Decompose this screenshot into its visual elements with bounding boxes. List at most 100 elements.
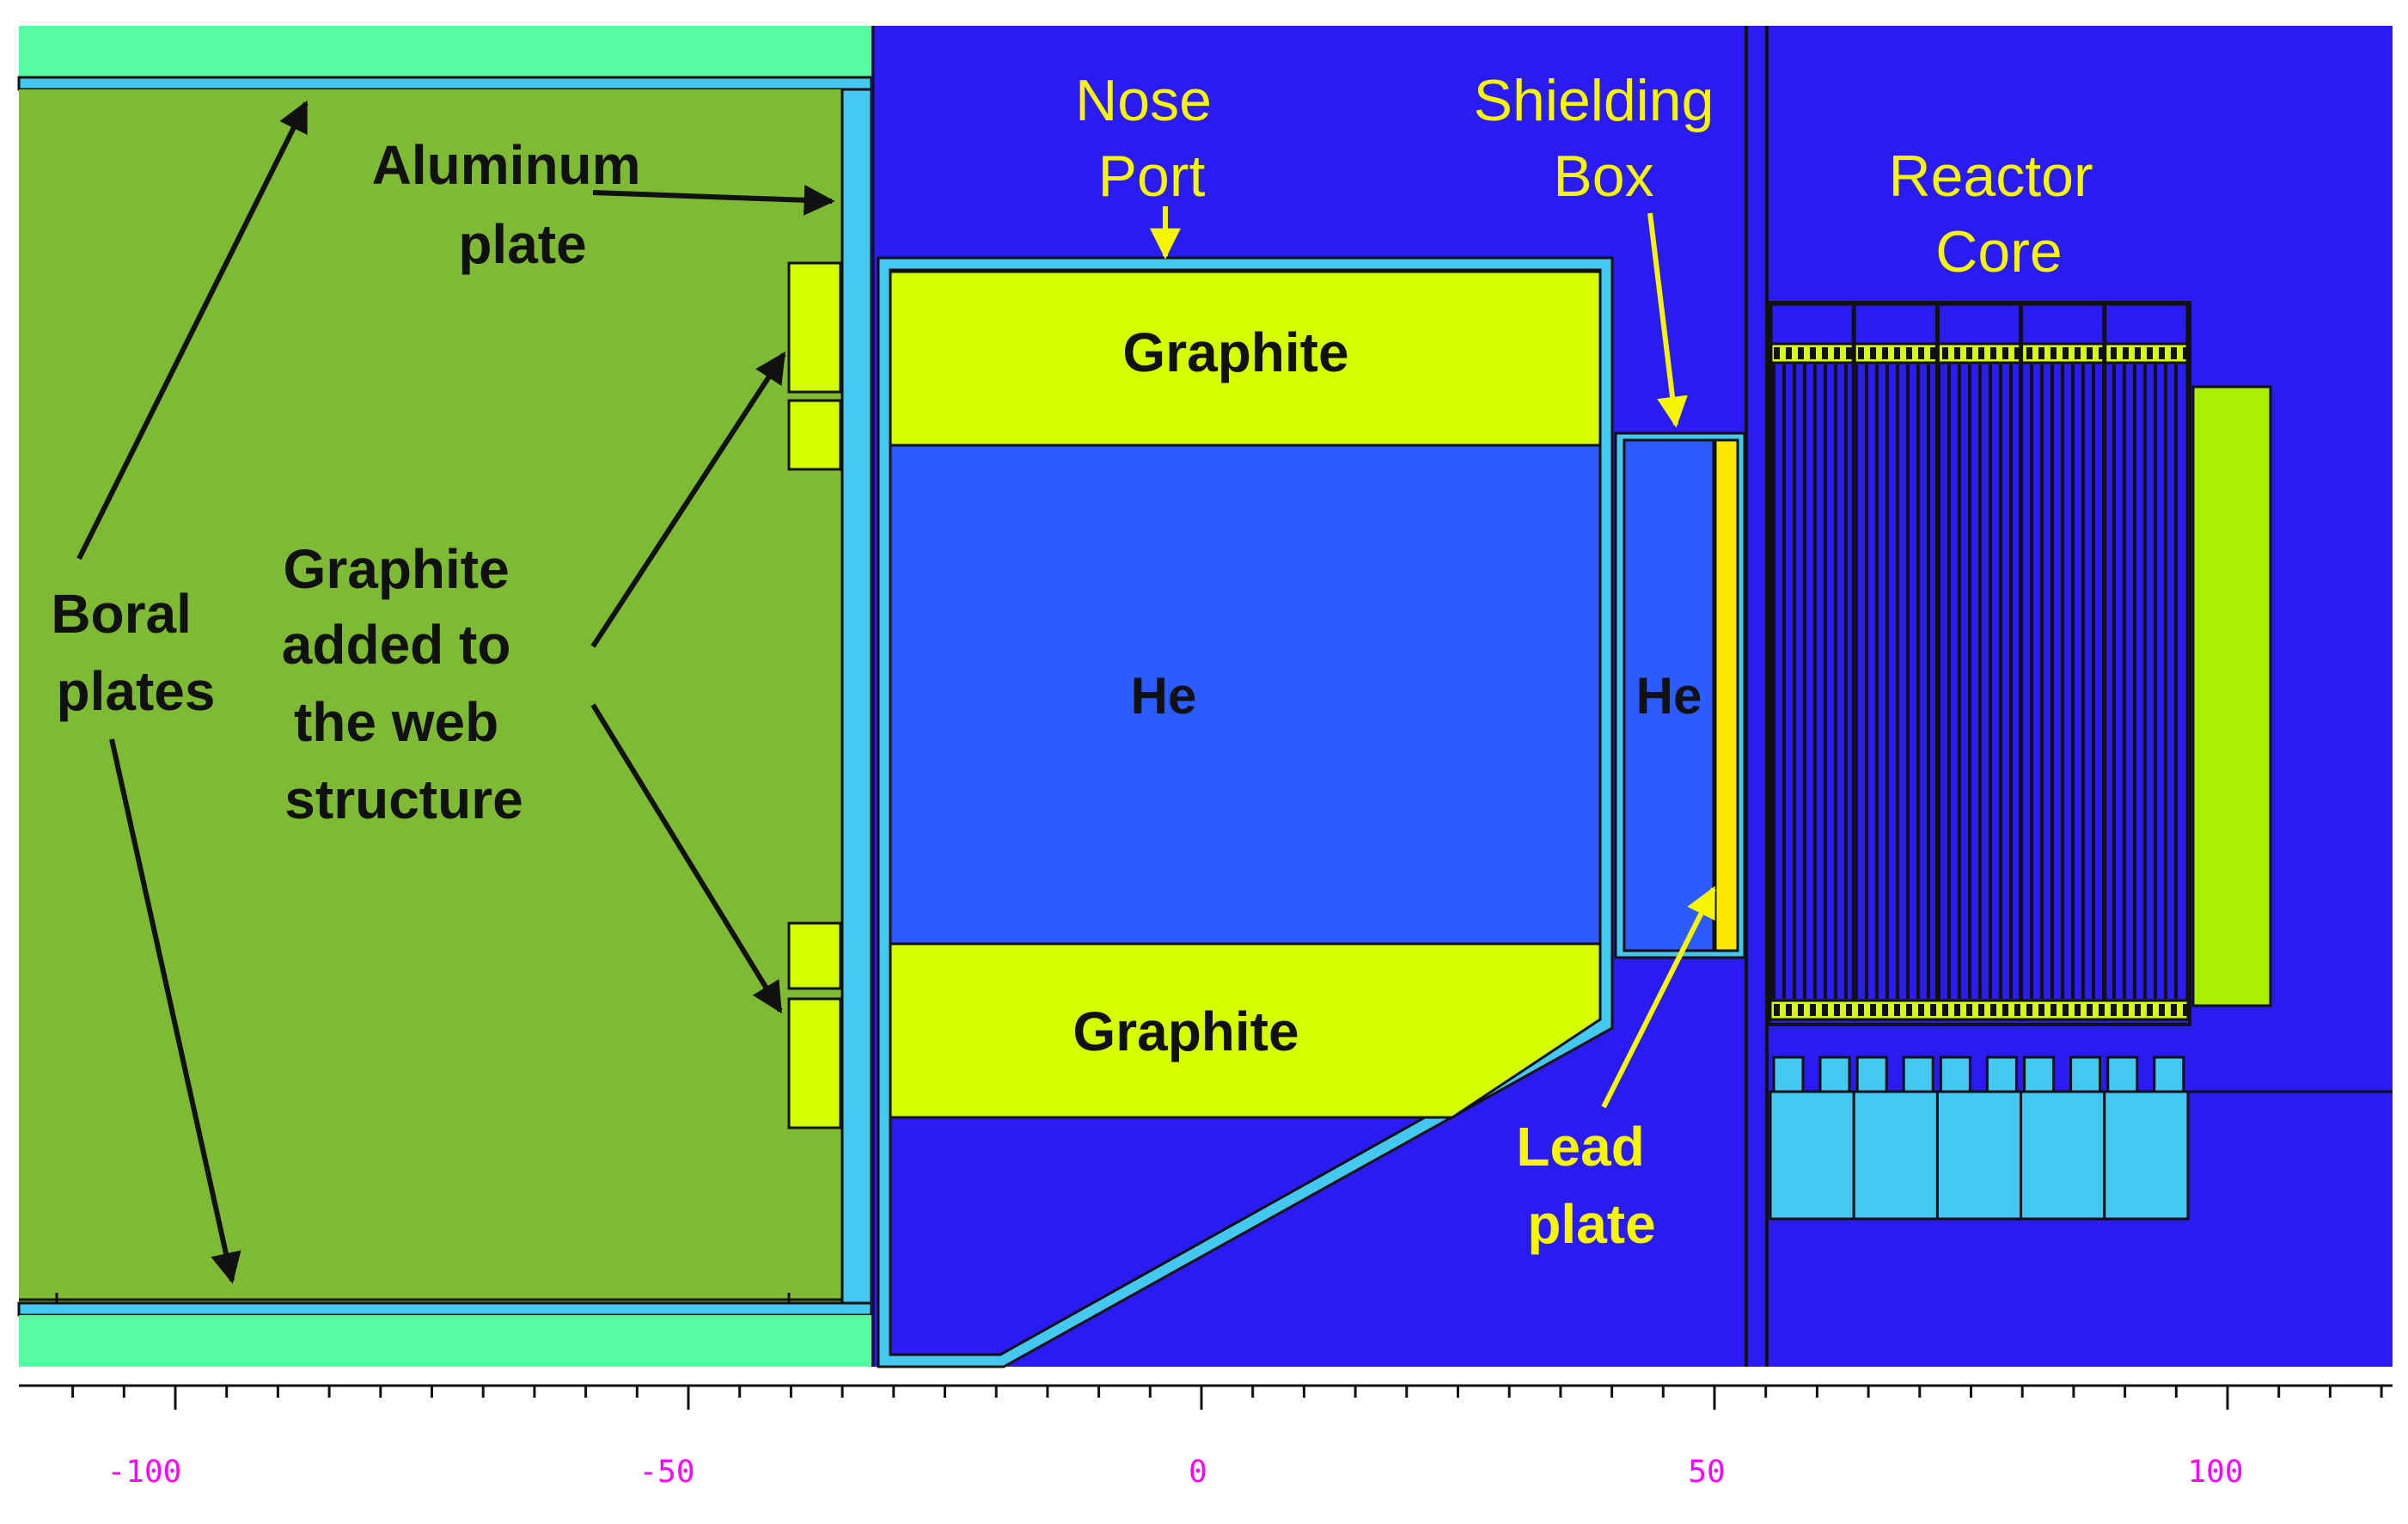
arrow-graphite-web-top [590, 351, 786, 648]
aluminum-plate [840, 88, 873, 1305]
grid-cell [2002, 1004, 2008, 1016]
tick-label-0: 0 [1189, 1454, 1207, 1490]
core-top-box [2103, 303, 2190, 346]
grid-cell [2063, 347, 2069, 359]
grid-cell [1786, 347, 1792, 359]
grid-cell [1786, 1004, 1792, 1016]
grid-cell [1810, 1004, 1816, 1016]
core-top-boxes [1769, 303, 2190, 346]
grid-cell [2075, 347, 2081, 359]
core-reflector [2191, 385, 2272, 1007]
grid-cell [2050, 347, 2057, 359]
tick-label-50: 50 [1688, 1454, 1725, 1490]
grid-cell [1894, 347, 1900, 359]
grid-cell [1882, 1004, 1888, 1016]
teal-strip-top [19, 26, 871, 84]
grid-cell [2063, 1004, 2069, 1016]
grid-cell [2111, 1004, 2117, 1016]
core-nozzle-right [1818, 1056, 1851, 1093]
x-axis-minor-ticks [71, 1386, 2383, 1398]
web-graphite-block-3 [787, 921, 842, 990]
lead-plate [1714, 438, 1739, 952]
core-nozzle-left [1772, 1056, 1805, 1093]
label-nose-port: Nose Port [1075, 68, 1228, 209]
core-nozzle-left [1939, 1056, 1971, 1093]
grid-cell [1882, 347, 1888, 359]
grid-cell [1978, 347, 1984, 359]
graphite-top-block [889, 270, 1602, 447]
core-nozzle-right [2153, 1056, 2185, 1093]
core-nozzle-left [2106, 1056, 2139, 1093]
grid-cell [1990, 347, 1996, 359]
grid-cell [1954, 1004, 1960, 1016]
web-graphite-block-4 [787, 997, 842, 1129]
grid-cell [2171, 347, 2177, 359]
label-he-box: He [1636, 667, 1702, 725]
grid-cell [2135, 347, 2141, 359]
grid-cell [2147, 1004, 2153, 1016]
grid-cell [1834, 347, 1840, 359]
grid-cell [2123, 1004, 2129, 1016]
grid-cell [2087, 1004, 2093, 1016]
grid-cell [2183, 1004, 2189, 1016]
arrow-graphite-web-bottom [590, 703, 783, 1014]
grid-cell [2087, 347, 2093, 359]
grid-cell [1774, 347, 1780, 359]
grid-cell [2159, 1004, 2165, 1016]
x-axis: -100 -50 0 50 100 [19, 1384, 2393, 1490]
grid-cell [1774, 1004, 1780, 1016]
arrow-boral-bottom [109, 738, 241, 1284]
arrow-boral-top [76, 100, 309, 560]
grid-cell [2123, 347, 2129, 359]
x-axis-major-ticks [174, 1386, 2229, 1410]
grid-cell [2171, 1004, 2177, 1016]
core-top-box [1935, 303, 2023, 346]
grid-cell [2050, 1004, 2057, 1016]
grid-cell [1942, 1004, 1948, 1016]
grid-cell [2026, 1004, 2032, 1016]
label-boral-plates: Boral plates [51, 583, 215, 722]
core-bottom-box [2020, 1090, 2106, 1221]
arrow-aluminum-plate [592, 184, 835, 216]
boral-region [19, 89, 871, 1303]
grid-cell [1966, 347, 1972, 359]
grid-cell [1906, 1004, 1912, 1016]
label-lead-plate: Lead plate [1516, 1116, 1659, 1255]
core-bottom-boxes [1769, 1056, 2190, 1221]
grid-cell [1822, 1004, 1828, 1016]
core-bottom-box [2103, 1090, 2190, 1221]
label-graphite-top: Graphite [1122, 321, 1348, 383]
aluminum-strip-top [17, 76, 873, 91]
grid-cell [2147, 347, 2153, 359]
core-bottom-box [1852, 1090, 1939, 1221]
core-bottom-grid-pattern [1774, 1004, 2189, 1016]
x-axis-tick-labels: -100 -50 0 50 100 [107, 1454, 2244, 1490]
grid-cell [1858, 1004, 1864, 1016]
core-nozzle-right [2069, 1056, 2102, 1093]
grid-cell [1846, 1004, 1852, 1016]
core-top-box [1769, 303, 1855, 346]
grid-cell [2075, 1004, 2081, 1016]
tick-label-neg100: -100 [107, 1454, 182, 1490]
grid-cell [1822, 347, 1828, 359]
grid-cell [1846, 347, 1852, 359]
grid-cell [1798, 347, 1804, 359]
grid-cell [1918, 1004, 1924, 1016]
arrow-lead-plate [1601, 885, 1716, 1109]
label-graphite-added: Graphite added to the web structure [282, 538, 526, 830]
core-bottom-box [1769, 1090, 1855, 1221]
reactor-core [1767, 301, 2393, 1221]
label-shielding-box: Shielding Box [1474, 68, 1731, 209]
core-top-box [1852, 303, 1939, 346]
grid-cell [1834, 1004, 1840, 1016]
he-main-region [889, 444, 1602, 946]
grid-cell [1930, 347, 1936, 359]
grid-cell [1942, 347, 1948, 359]
core-fuel-plates [1768, 304, 2191, 1021]
grid-cell [2038, 1004, 2044, 1016]
grid-cell [1930, 1004, 1936, 1016]
grid-cell [2002, 347, 2008, 359]
core-bottom-box [1935, 1090, 2023, 1221]
